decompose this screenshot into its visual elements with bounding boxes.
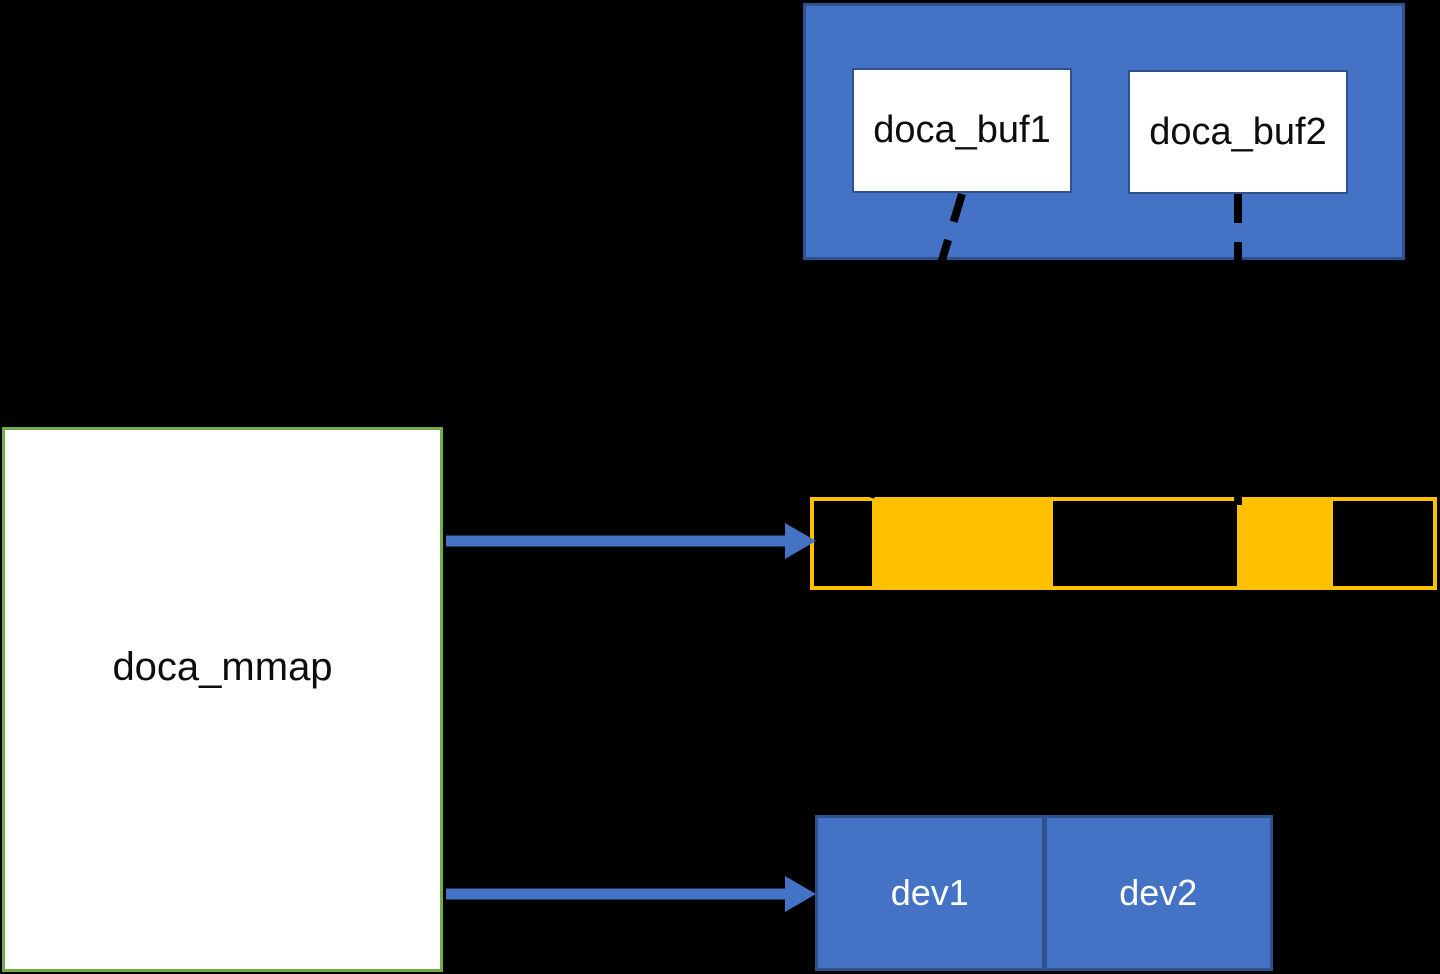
dev2-box: dev2 [1046, 818, 1270, 968]
memory-segment-mapped [872, 501, 1053, 586]
doca-buf1-label: doca_buf1 [873, 109, 1051, 151]
memory-segment-unmapped [1333, 501, 1433, 586]
doca-buf2-box: doca_buf2 [1128, 70, 1348, 194]
dev1-box: dev1 [818, 818, 1042, 968]
arrow-mmap-to-devices-head [785, 876, 816, 912]
device-group: dev1 dev2 [815, 815, 1273, 971]
memory-segment-mapped [1237, 501, 1333, 586]
doca-buf1-box: doca_buf1 [852, 68, 1072, 193]
doca-mmap-box: doca_mmap [2, 427, 443, 972]
memory-segment-unmapped [814, 501, 872, 586]
memory-bar [810, 497, 1437, 590]
dev2-label: dev2 [1119, 872, 1198, 913]
doca-mmap-label: doca_mmap [112, 645, 333, 689]
dev1-label: dev1 [890, 872, 969, 913]
device-divider [1041, 818, 1047, 968]
memory-segment-unmapped [1053, 501, 1237, 586]
doca-buf2-label: doca_buf2 [1149, 110, 1327, 153]
